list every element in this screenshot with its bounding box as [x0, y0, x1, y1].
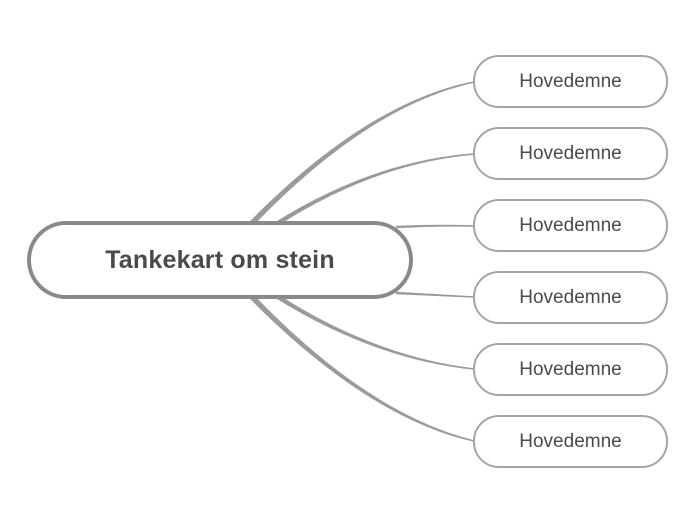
connector-curve-5 — [276, 295, 475, 370]
child-node-label: Hovedemne — [519, 358, 622, 380]
child-node-label: Hovedemne — [519, 430, 622, 452]
child-node-6[interactable]: Hovedemne — [473, 415, 668, 468]
connector-curve-2 — [276, 153, 475, 225]
child-node-5[interactable]: Hovedemne — [473, 343, 668, 396]
connector-curve-6 — [250, 295, 475, 442]
child-node-2[interactable]: Hovedemne — [473, 127, 668, 180]
child-node-label: Hovedemne — [519, 70, 622, 92]
child-node-label: Hovedemne — [519, 214, 622, 236]
child-node-4[interactable]: Hovedemne — [473, 271, 668, 324]
connector-curve-3 — [395, 224, 474, 229]
child-node-3[interactable]: Hovedemne — [473, 199, 668, 252]
root-node[interactable]: Tankekart om stein — [27, 221, 413, 299]
root-node-label: Tankekart om stein — [105, 245, 335, 274]
child-node-label: Hovedemne — [519, 142, 622, 164]
connector-curve-4 — [395, 291, 474, 298]
connector-curve-1 — [250, 81, 475, 225]
child-node-1[interactable]: Hovedemne — [473, 55, 668, 108]
child-node-label: Hovedemne — [519, 286, 622, 308]
